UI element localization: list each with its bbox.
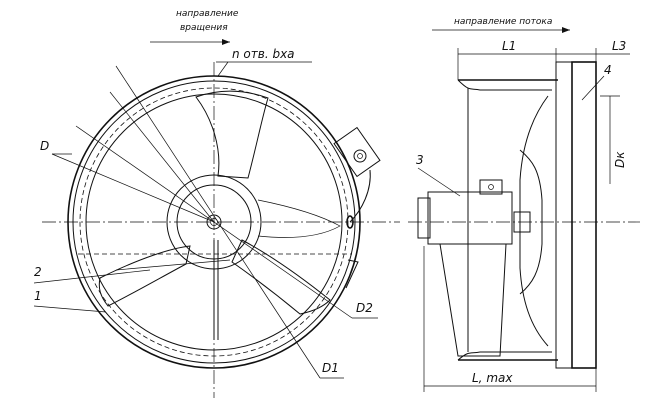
guard-frame <box>555 61 573 369</box>
dimension-Dk-label: Dк <box>613 151 627 168</box>
housing-top-flange <box>457 79 552 91</box>
rotation-arrow-head <box>222 39 230 45</box>
dimension-D1-label: D1 <box>322 361 339 375</box>
shaft <box>206 214 222 230</box>
impeller-inner-profile <box>519 149 543 295</box>
housing-inner-ring <box>85 93 343 351</box>
shaft-coupling <box>513 211 531 233</box>
leader-part-1 <box>33 305 107 313</box>
part-4-label: 4 <box>604 63 612 77</box>
housing-outer-ring <box>67 75 361 369</box>
hub-casting-right <box>257 199 341 238</box>
guard-bracket <box>345 259 359 289</box>
terminal-screw <box>488 184 494 190</box>
housing-bottom-flange <box>457 351 552 361</box>
leader-part-4 <box>581 75 605 101</box>
inlet-holes-label: n отв. bха <box>232 47 295 61</box>
dimension-L1-label: L1 <box>502 39 516 53</box>
motor-terminal <box>479 179 503 195</box>
motor-body <box>427 191 513 245</box>
dimension-D-label: D <box>40 139 49 153</box>
leader-holes <box>217 61 229 77</box>
side-view: направление потока L1 L3 L, max Dк 3 4 <box>408 17 640 392</box>
leader-part-3 <box>417 167 461 197</box>
dimension-L-label: L, max <box>472 371 513 385</box>
rib-line-2 <box>115 259 231 271</box>
terminal-box <box>333 126 381 229</box>
motor-support <box>439 243 507 357</box>
dimension-L3-label: L3 <box>612 39 626 53</box>
motor-endcap <box>417 197 431 239</box>
impeller-blade-top <box>195 90 269 179</box>
guard-plate <box>571 61 597 369</box>
part-3-label: 3 <box>416 153 424 167</box>
housing-flange-ring <box>72 80 356 364</box>
leader-D <box>51 153 215 223</box>
leader-part-2 <box>33 269 151 284</box>
flow-arrow-head <box>562 27 570 33</box>
part-1-label: 1 <box>34 289 42 303</box>
bolt-circle <box>79 87 349 357</box>
impeller-profile <box>519 95 549 347</box>
leader-rotation <box>109 91 215 223</box>
leader-D1 <box>115 65 321 379</box>
dimension-D2-label: D2 <box>356 301 373 315</box>
part-2-label: 2 <box>34 265 42 279</box>
flow-direction-label: направление потока <box>454 17 552 27</box>
front-view: направление вращения n отв. bха D D1 D2 … <box>33 9 400 398</box>
rotation-label-1: направление <box>176 9 239 19</box>
rotation-label-2: вращения <box>180 23 228 33</box>
shaft-center <box>210 218 218 226</box>
impeller-blade-lower-left <box>98 245 191 307</box>
impeller-blade-lower-right <box>231 239 331 315</box>
